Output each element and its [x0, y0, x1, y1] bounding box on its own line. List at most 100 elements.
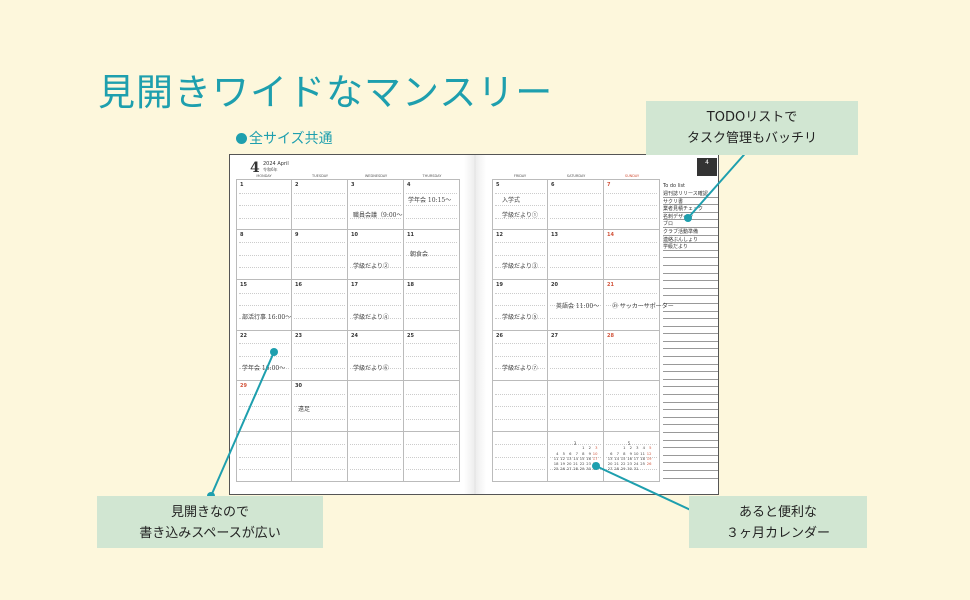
- day-cell: 4: [404, 179, 460, 230]
- day-number: 22: [240, 332, 247, 339]
- day-number: 17: [351, 282, 358, 288]
- handwritten-note: 学年会 16:00〜: [242, 365, 286, 372]
- day-number: 24: [351, 332, 358, 339]
- day-number: 21: [607, 282, 614, 288]
- day-cell: [604, 431, 660, 482]
- todo-item: 学級だより: [663, 243, 718, 251]
- day-cell: 15: [236, 280, 292, 331]
- day-number: 27: [551, 332, 558, 339]
- day-cell: 6: [548, 179, 604, 230]
- handwritten-note: 朝食会: [410, 251, 429, 258]
- day-cell: 3: [348, 179, 404, 230]
- day-cell: [348, 381, 404, 432]
- day-number: 3: [351, 182, 355, 188]
- day-number: 9: [295, 231, 299, 238]
- day-cell: 2: [292, 179, 348, 230]
- day-cell: 27: [548, 330, 604, 381]
- day-cell: 11: [404, 229, 460, 280]
- day-cell: 5: [492, 179, 548, 230]
- day-number: 1: [240, 182, 244, 188]
- handwritten-note: 学級だより①: [502, 212, 538, 219]
- day-number: 13: [551, 231, 558, 238]
- day-cell: 23: [292, 330, 348, 381]
- day-number: 19: [496, 282, 503, 288]
- day-cell: [236, 431, 292, 482]
- day-cell: 30: [292, 381, 348, 432]
- day-number: 12: [496, 231, 503, 238]
- day-number: 15: [240, 282, 247, 288]
- callout-todo: TODOリストで タスク管理もバッチリ: [646, 101, 858, 155]
- callout-3month-calendar: あると便利な ３ヶ月カレンダー: [689, 496, 867, 548]
- handwritten-note: 学年会 10:15〜: [408, 197, 452, 204]
- day-cell: 8: [236, 229, 292, 280]
- todo-item: 連絡ぶんしょり: [663, 236, 718, 244]
- handwritten-note: 学級だより⑦: [502, 365, 538, 372]
- era-label: 令和6年: [263, 167, 278, 172]
- handwritten-note: ㉑ サッカーサポーター: [612, 303, 674, 310]
- year-label: 2024 April: [263, 161, 289, 167]
- todo-title: To do list: [663, 183, 686, 189]
- handwritten-note: 職員会議（9:00〜: [353, 212, 403, 219]
- day-cell: 21: [604, 280, 660, 331]
- todo-list: To do list 週刊誌リリース確認サクリ書業者見積チェック名刺デザインブロ…: [663, 183, 718, 479]
- handwritten-note: 学級だより③: [502, 263, 538, 270]
- day-cell: [604, 381, 660, 432]
- handwritten-note: 遠足: [298, 406, 311, 413]
- day-cell: [492, 381, 548, 432]
- day-number: 6: [551, 182, 555, 188]
- day-number: 25: [407, 332, 414, 339]
- day-number: 10: [351, 231, 358, 238]
- day-cell: 22: [236, 330, 292, 381]
- day-number: 4: [407, 182, 411, 188]
- day-number: 16: [295, 282, 302, 288]
- day-cell: 9: [292, 229, 348, 280]
- day-cell: [548, 431, 604, 482]
- day-cell: 19: [492, 280, 548, 331]
- todo-item: 業者見積チェック: [663, 205, 718, 213]
- day-cell: 28: [604, 330, 660, 381]
- mini-calendar-header: 3: [573, 441, 577, 446]
- day-number: 26: [496, 332, 503, 339]
- day-number: 7: [607, 182, 611, 188]
- handwritten-note: 部活行事 16:00〜: [242, 314, 292, 321]
- day-cell: 17: [348, 280, 404, 331]
- day-number: 29: [240, 383, 247, 389]
- day-number: 20: [551, 282, 558, 288]
- callout-writing-space: 見開きなので 書き込みスペースが広い: [97, 496, 323, 548]
- day-cell: 7: [604, 179, 660, 230]
- day-cell: 29: [236, 381, 292, 432]
- day-number: 30: [295, 383, 302, 389]
- day-number: 2: [295, 182, 299, 188]
- handwritten-note: 学級だより④: [353, 314, 389, 321]
- day-cell: 18: [404, 280, 460, 331]
- day-cell: 10: [348, 229, 404, 280]
- book-gutter: [464, 155, 486, 494]
- todo-item: ブロ: [663, 220, 718, 228]
- day-number: 28: [607, 332, 614, 339]
- month-tab: 4: [697, 158, 717, 176]
- day-cell: 14: [604, 229, 660, 280]
- todo-item: 週刊誌リリース確認: [663, 190, 718, 198]
- day-cell: [404, 431, 460, 482]
- day-cell: [292, 431, 348, 482]
- day-cell: [348, 431, 404, 482]
- day-cell: 12: [492, 229, 548, 280]
- page-title: 見開きワイドなマンスリー: [98, 71, 554, 114]
- handwritten-note: 学級だより⑤: [502, 314, 538, 321]
- subtitle-text: 全サイズ共通: [249, 131, 333, 147]
- day-cell: 1: [236, 179, 292, 230]
- day-cell: 25: [404, 330, 460, 381]
- day-number: 5: [496, 182, 500, 188]
- month-number: 4: [250, 160, 260, 176]
- day-cell: 13: [548, 229, 604, 280]
- handwritten-note: 英語会 11:00〜: [556, 303, 600, 310]
- day-cell: 20: [548, 280, 604, 331]
- day-number: 23: [295, 332, 302, 339]
- todo-item: サクリ書: [663, 198, 718, 206]
- day-cell: [548, 381, 604, 432]
- subtitle: 全サイズ共通: [236, 128, 333, 148]
- day-cell: 24: [348, 330, 404, 381]
